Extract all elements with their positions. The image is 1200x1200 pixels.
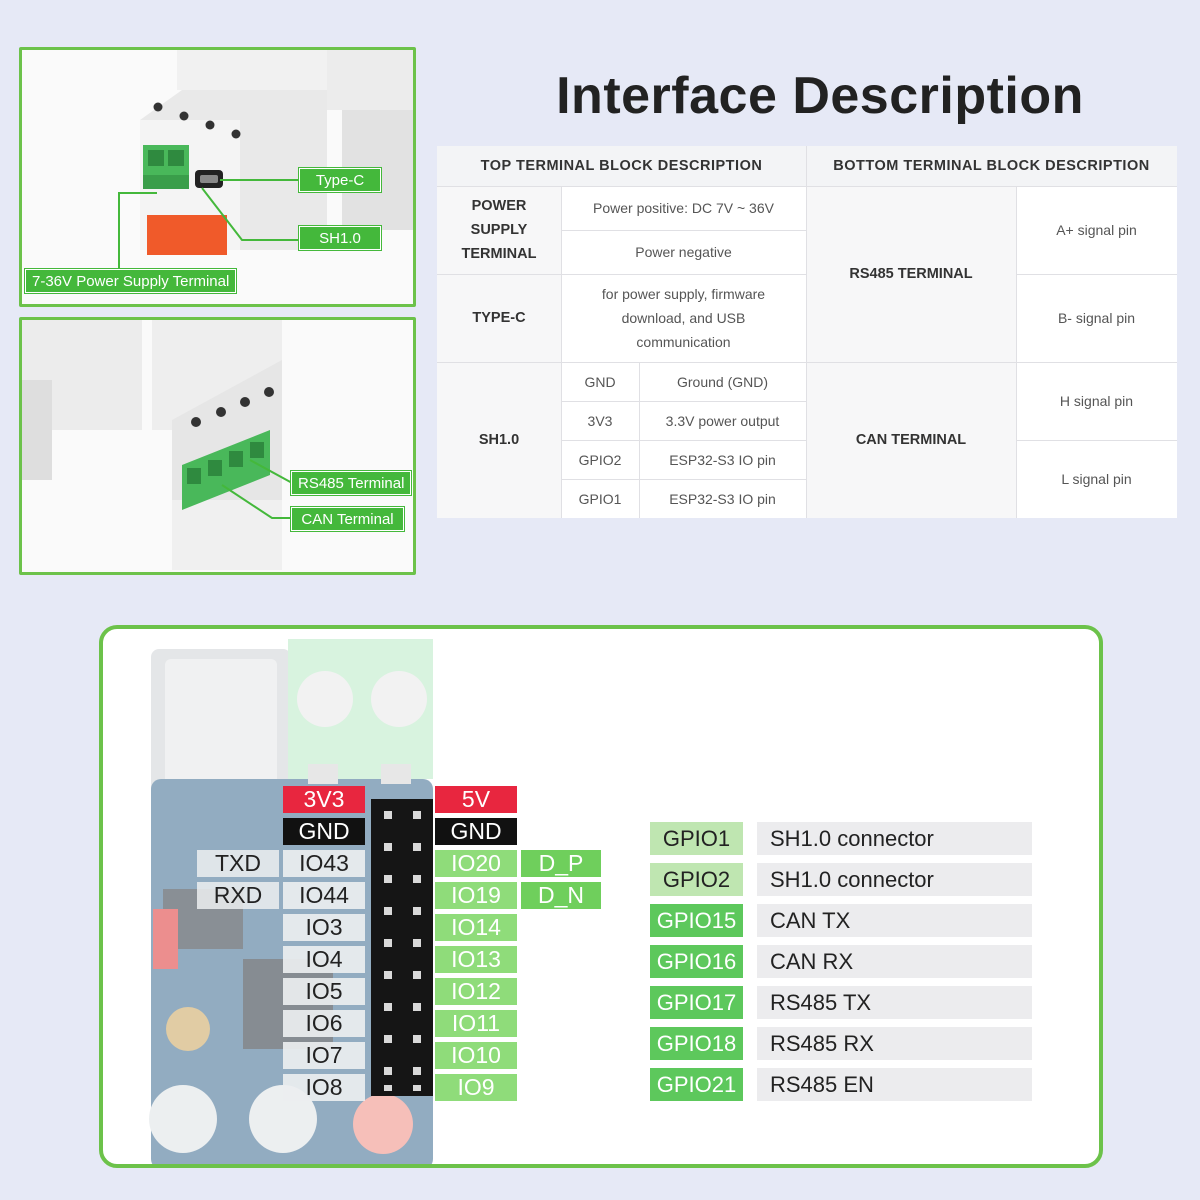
pin-gnd-left: GND [283, 818, 365, 845]
table-head-bottom: BOTTOM TERMINAL BLOCK DESCRIPTION [806, 146, 1177, 186]
pin-5v: 5V [435, 786, 517, 813]
pin-right: IO19 [435, 882, 517, 909]
pin-3v3: 3V3 [283, 786, 365, 813]
page-title: Interface Description [556, 67, 1084, 125]
pin-right: IO20 [435, 850, 517, 877]
rs485-b-desc: B- signal pin [1057, 310, 1136, 326]
device-top-illustration [22, 50, 413, 304]
gpio-tag: GPIO21 [650, 1068, 743, 1101]
pin-left: IO6 [283, 1010, 365, 1037]
gpio-desc: SH1.0 connector [757, 822, 1032, 855]
sh10-pin: GPIO2 [578, 451, 622, 468]
gpio-desc: SH1.0 connector [757, 863, 1032, 896]
pin-function-rxd: RXD [197, 882, 279, 909]
pin-function-txd: TXD [197, 850, 279, 877]
pin-right: IO13 [435, 946, 517, 973]
sh10-pin: GND [584, 373, 616, 390]
gpio-desc: RS485 TX [757, 986, 1032, 1019]
gpio-tag: GPIO15 [650, 904, 743, 937]
type-c-desc: for power supply, firmware download, and… [601, 286, 766, 350]
pin-gnd-right: GND [435, 818, 517, 845]
can-h-desc: H signal pin [1059, 393, 1134, 409]
gpio-desc: CAN RX [757, 945, 1032, 978]
callout-can: CAN Terminal [290, 506, 405, 532]
type-c-label: TYPE-C [437, 274, 561, 362]
callout-sh10: SH1.0 [298, 225, 382, 251]
power-positive-desc: Power positive: DC 7V ~ 36V [593, 200, 774, 216]
gpio-tag: GPIO16 [650, 945, 743, 978]
sh10-pin: GPIO1 [578, 490, 622, 507]
pin-left: IO7 [283, 1042, 365, 1069]
gpio-desc: CAN TX [757, 904, 1032, 937]
pin-function-dn: D_N [521, 882, 601, 909]
can-l-desc: L signal pin [1061, 471, 1132, 487]
can-label: CAN TERMINAL [806, 362, 1016, 518]
pin-right: IO11 [435, 1010, 517, 1037]
gpio-tag: GPIO1 [650, 822, 743, 855]
callout-rs485: RS485 Terminal [289, 470, 413, 496]
pin-right: IO12 [435, 978, 517, 1005]
power-supply-label: POWER SUPPLY TERMINAL [437, 186, 561, 274]
sh10-label: SH1.0 [437, 362, 561, 518]
table-head-top: TOP TERMINAL BLOCK DESCRIPTION [437, 146, 806, 186]
pin-left: IO8 [283, 1074, 365, 1101]
gpio-desc: RS485 EN [757, 1068, 1032, 1101]
power-negative-desc: Power negative [635, 244, 732, 260]
gpio-tag: GPIO17 [650, 986, 743, 1019]
pin-left: IO4 [283, 946, 365, 973]
sh10-pin-desc: ESP32-S3 IO pin [669, 490, 776, 507]
sh10-pin-desc: ESP32-S3 IO pin [669, 451, 776, 468]
gpio-tag: GPIO2 [650, 863, 743, 896]
sh10-pin-desc: 3.3V power output [665, 412, 780, 429]
callout-power-terminal: 7-36V Power Supply Terminal [23, 268, 238, 294]
pinout-panel: 3V3 GND TXD RXD IO43 IO44 IO3 IO4 IO5 IO… [99, 625, 1103, 1168]
photo-top-terminals [19, 47, 416, 307]
pin-right: IO14 [435, 914, 517, 941]
pin-left: IO5 [283, 978, 365, 1005]
rs485-a-desc: A+ signal pin [1056, 222, 1137, 238]
photo-bottom-terminals [19, 317, 416, 575]
rs485-label: RS485 TERMINAL [806, 186, 1016, 362]
pin-function-dp: D_P [521, 850, 601, 877]
gpio-desc: RS485 RX [757, 1027, 1032, 1060]
interface-table: TOP TERMINAL BLOCK DESCRIPTION BOTTOM TE… [437, 146, 1177, 518]
callout-type-c: Type-C [298, 167, 382, 193]
gpio-tag: GPIO18 [650, 1027, 743, 1060]
pin-right: IO10 [435, 1042, 517, 1069]
device-bottom-illustration [22, 320, 413, 572]
sh10-pin: 3V3 [587, 412, 613, 429]
sh10-pin-desc: Ground (GND) [676, 373, 769, 390]
pin-left: IO3 [283, 914, 365, 941]
pin-left: IO43 [283, 850, 365, 877]
pin-right: IO9 [435, 1074, 517, 1101]
pin-left: IO44 [283, 882, 365, 909]
